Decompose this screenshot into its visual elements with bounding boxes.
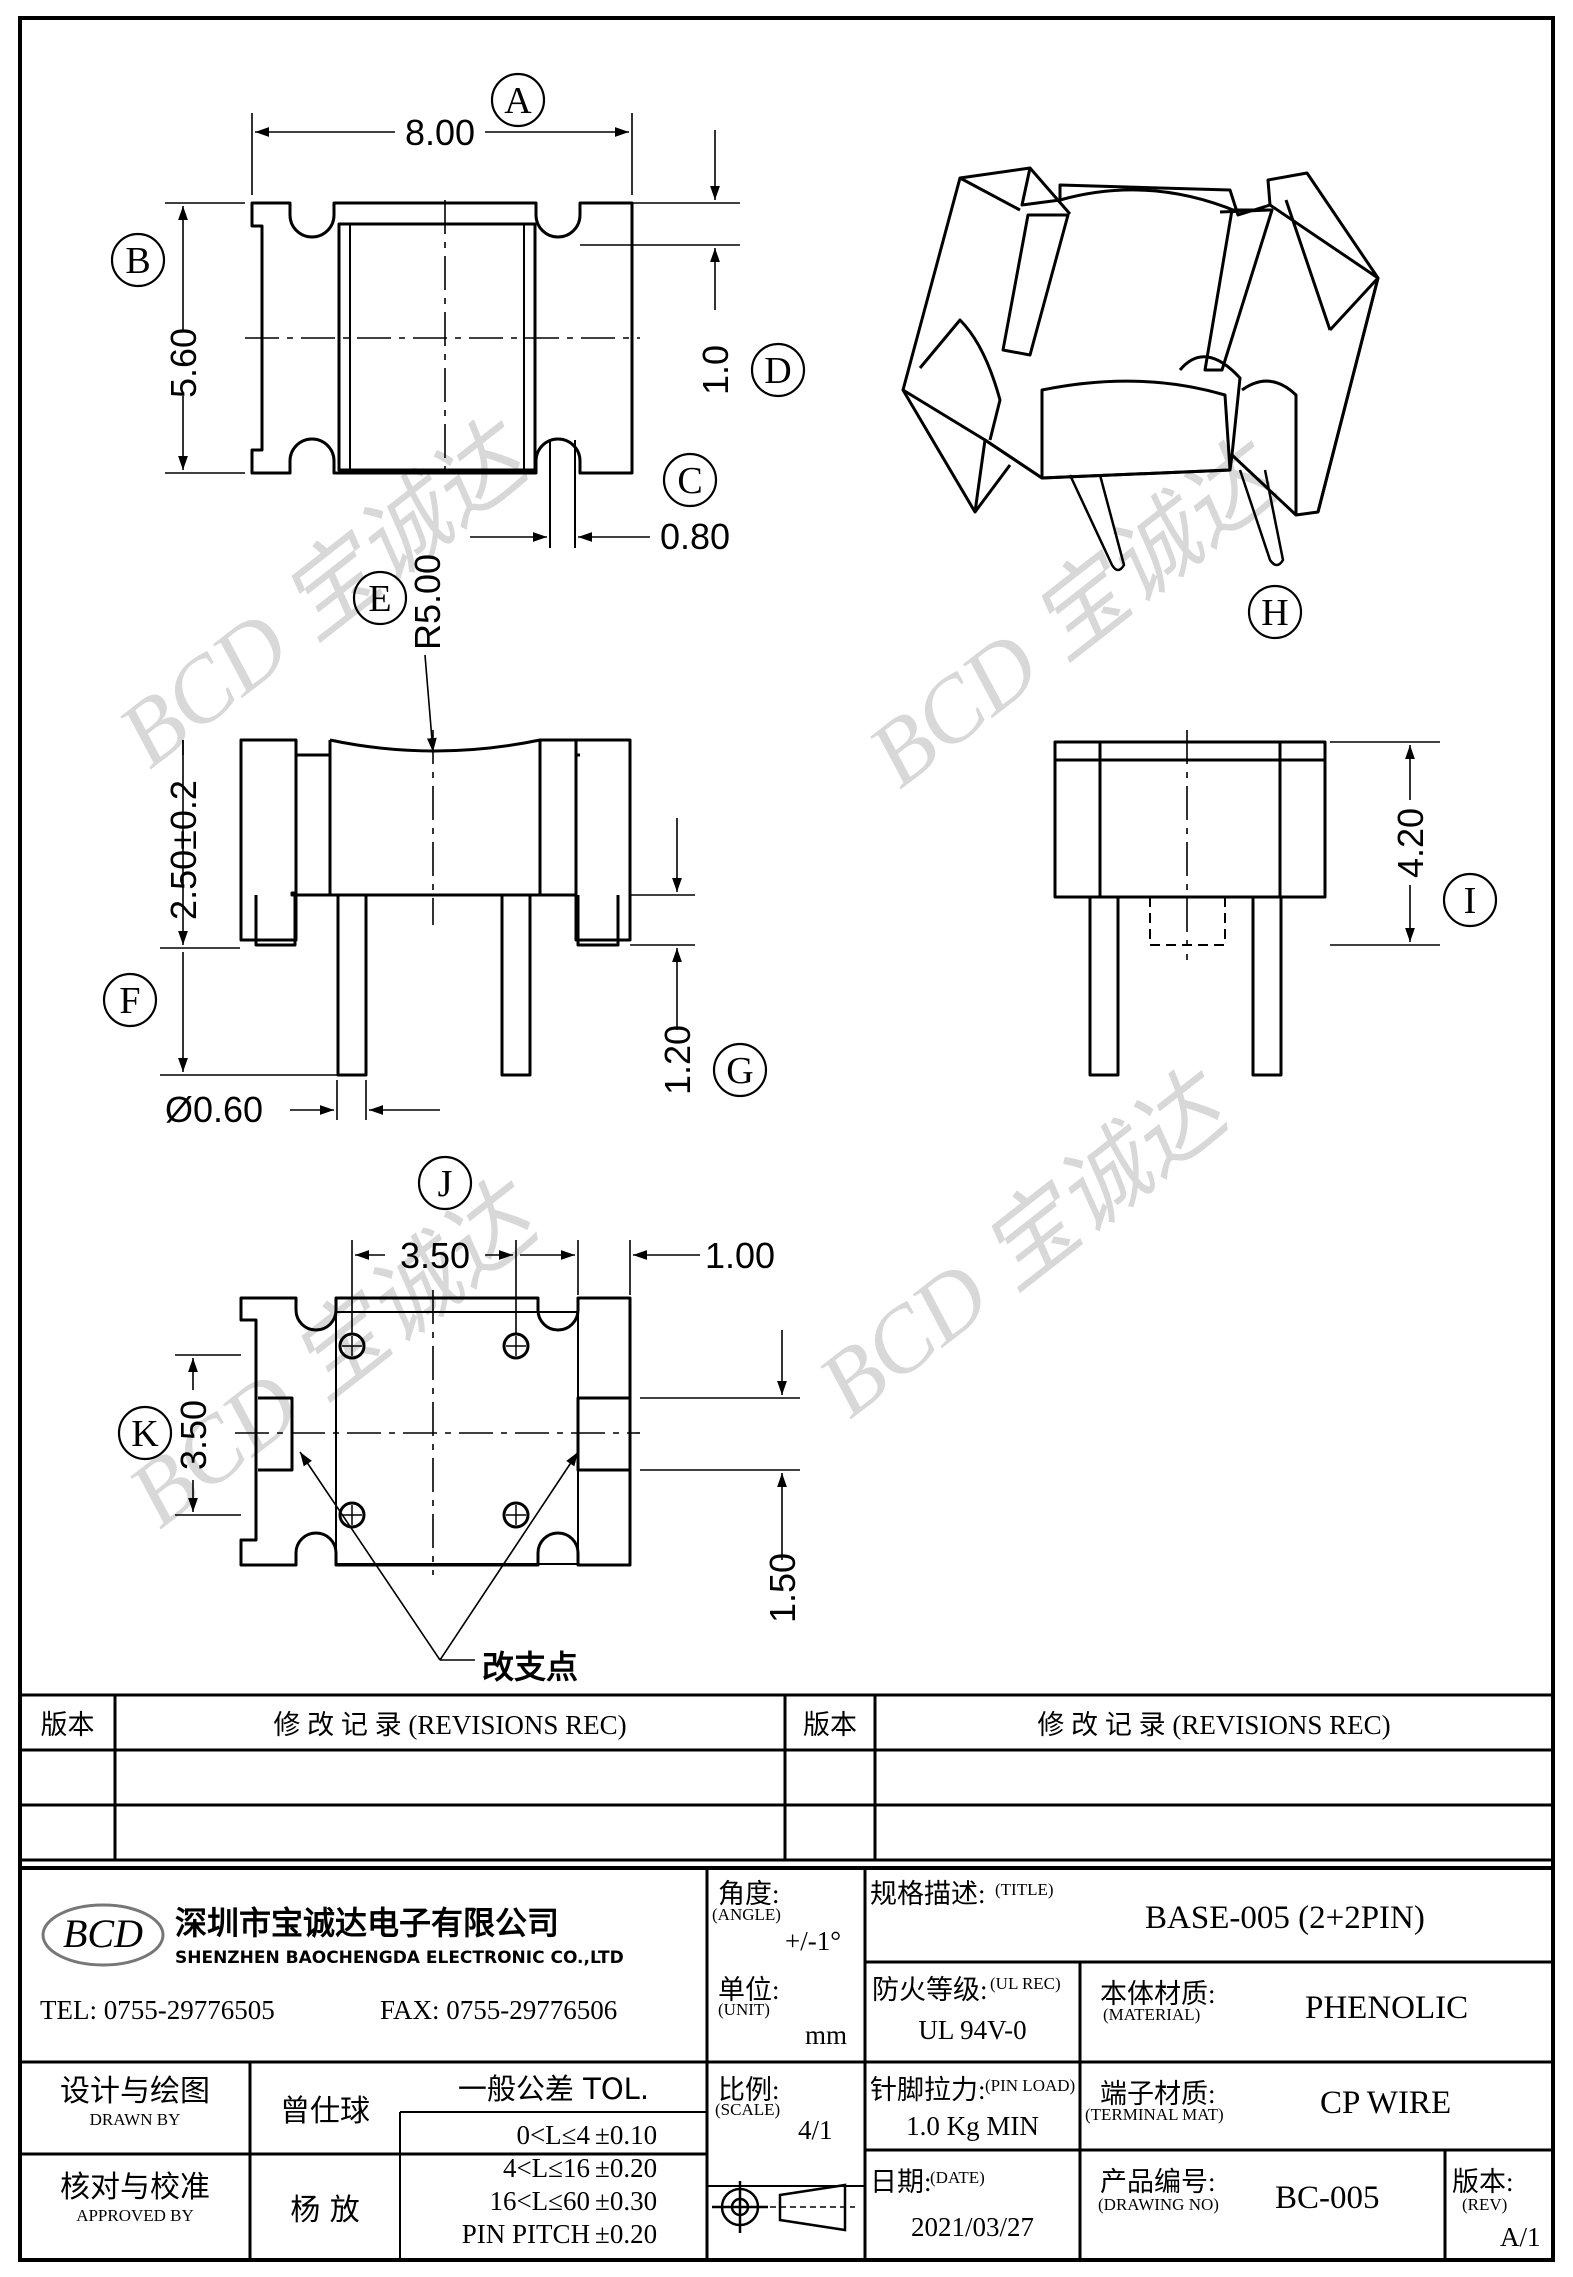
approved-en: APPROVED BY	[76, 2206, 194, 2225]
date-value: 2021/03/27	[910, 2212, 1034, 2242]
note-text: 改支点	[482, 1648, 578, 1686]
title-value: BASE-005 (2+2PIN)	[1145, 1900, 1425, 1936]
material-label: 本体材质:	[1100, 1979, 1216, 2009]
drawn-label: 设计与绘图	[60, 2074, 210, 2109]
table-grid	[20, 1693, 1553, 2260]
material-value: PHENOLIC	[1305, 1990, 1469, 2026]
dim-i: 4.20	[1390, 808, 1431, 878]
dim-d: 1.0	[695, 345, 736, 395]
company-fax: FAX: 0755-29776506	[380, 1995, 618, 2025]
dim-b: 5.60	[163, 328, 204, 398]
tol-range-1: 0<L≤4	[516, 2120, 590, 2150]
callout-h: H	[1261, 592, 1288, 634]
rev-rec-label-left: 修 改 记 录 (REVISIONS REC)	[273, 1710, 627, 1740]
company-logo: BCD	[41, 1903, 165, 1967]
title-label: 规格描述:	[870, 1879, 986, 1909]
rev-ver-label-left: 版本	[40, 1710, 95, 1740]
angle-en: (ANGLE)	[712, 1905, 781, 1924]
dim-e: R5.00	[407, 554, 448, 650]
unit-en: (UNIT)	[718, 2000, 770, 2019]
bottom-view	[235, 1290, 640, 1575]
scale-label: 比例:	[718, 2075, 780, 2105]
callout-c: C	[677, 460, 702, 502]
tol-val-4: ±0.20	[595, 2219, 658, 2249]
front-view	[239, 730, 632, 1077]
svg-text:BCD: BCD	[63, 1911, 143, 1956]
tol-range-2: 4<L≤16	[502, 2153, 590, 2183]
tol-range-4: PIN PITCH	[461, 2219, 590, 2249]
date-en: (DATE)	[930, 2168, 985, 2187]
ul-value: UL 94V-0	[918, 2014, 1027, 2045]
approved-label: 核对与校准	[60, 2170, 210, 2205]
tol-range-3: 16<L≤60	[489, 2186, 590, 2216]
dimension-texts: 8.00 5.60 1.0 0.80 R5.00 2.50±0.2 1.20 Ø…	[163, 112, 1431, 1623]
terminal-value: CP WIRE	[1320, 2085, 1452, 2121]
dimension-lines	[160, 113, 1440, 1661]
drawing-no-en: (DRAWING NO)	[1098, 2195, 1219, 2214]
drawn-en: DRAWN BY	[89, 2110, 181, 2129]
dim-pin-dia: Ø0.60	[165, 1089, 263, 1130]
tolerance-label: 一般公差 TOL.	[457, 2072, 650, 2106]
drawing-no-value: BC-005	[1275, 2180, 1380, 2216]
dim-j: 3.50	[400, 1235, 470, 1276]
callout-letters: A B C D E F G H I J K	[119, 80, 1476, 1455]
tol-val-2: ±0.20	[595, 2153, 658, 2183]
unit-value: mm	[805, 2020, 848, 2050]
company-name-cn: 深圳市宝诚达电子有限公司	[175, 1904, 560, 1942]
callout-k: K	[131, 1413, 159, 1455]
terminal-label: 端子材质:	[1100, 2079, 1216, 2109]
rev-rec-label-right: 修 改 记 录 (REVISIONS REC)	[1037, 1710, 1391, 1740]
callout-d: D	[764, 350, 791, 392]
scale-value: 4/1	[798, 2115, 833, 2145]
callout-j: J	[438, 1163, 453, 1205]
tol-val-1: ±0.10	[595, 2120, 658, 2150]
isometric-view	[901, 166, 1380, 572]
callout-circles	[102, 72, 1498, 1461]
ul-en: (UL REC)	[990, 1974, 1061, 1993]
angle-value: +/-1°	[785, 1926, 842, 1956]
unit-label: 单位:	[718, 1975, 780, 2005]
rev-value: A/1	[1500, 2222, 1541, 2252]
company-tel: TEL: 0755-29776505	[40, 1995, 275, 2025]
callout-b: B	[125, 240, 150, 282]
callout-a: A	[504, 80, 532, 122]
rev-label: 版本:	[1452, 2167, 1514, 2197]
dim-c: 0.80	[660, 516, 730, 557]
top-view	[245, 200, 640, 548]
drawing-no-label: 产品编号:	[1100, 2167, 1216, 2197]
drawn-value: 曾仕球	[280, 2094, 370, 2129]
tol-val-3: ±0.30	[595, 2186, 658, 2216]
side-view	[1053, 730, 1327, 1077]
approved-value: 杨 放	[290, 2193, 360, 2228]
date-label: 日期:	[870, 2167, 932, 2197]
callout-e: E	[368, 578, 391, 620]
rev-ver-label-right: 版本	[803, 1710, 857, 1740]
dim-k2: 1.50	[762, 1553, 803, 1623]
callout-f: F	[119, 980, 140, 1022]
callout-g: G	[726, 1050, 753, 1092]
scale-en: (SCALE)	[715, 2100, 781, 2119]
material-en: (MATERIAL)	[1103, 2005, 1201, 2024]
pinload-value: 1.0 Kg MIN	[906, 2110, 1039, 2141]
callout-i: I	[1464, 880, 1477, 922]
projection-symbol-icon	[712, 2181, 855, 2233]
sheet-border	[18, 16, 1555, 2262]
angle-label: 角度:	[718, 1879, 780, 1909]
rev-en: (REV)	[1462, 2195, 1508, 2214]
terminal-en: (TERMINAL MAT)	[1085, 2105, 1224, 2124]
dim-g: 1.20	[657, 1025, 698, 1095]
dim-a: 8.00	[405, 112, 475, 153]
dim-j2: 1.00	[705, 1235, 775, 1276]
company-name-en: SHENZHEN BAOCHENGDA ELECTRONIC CO.,LTD	[175, 1948, 624, 1968]
title-en: (TITLE)	[995, 1880, 1054, 1899]
dim-f: 2.50±0.2	[163, 780, 204, 920]
pinload-label: 针脚拉力:	[870, 2075, 986, 2105]
pinload-en: (PIN LOAD)	[985, 2076, 1076, 2095]
dim-k: 3.50	[173, 1400, 214, 1470]
ul-label: 防火等级:	[872, 1975, 988, 2005]
